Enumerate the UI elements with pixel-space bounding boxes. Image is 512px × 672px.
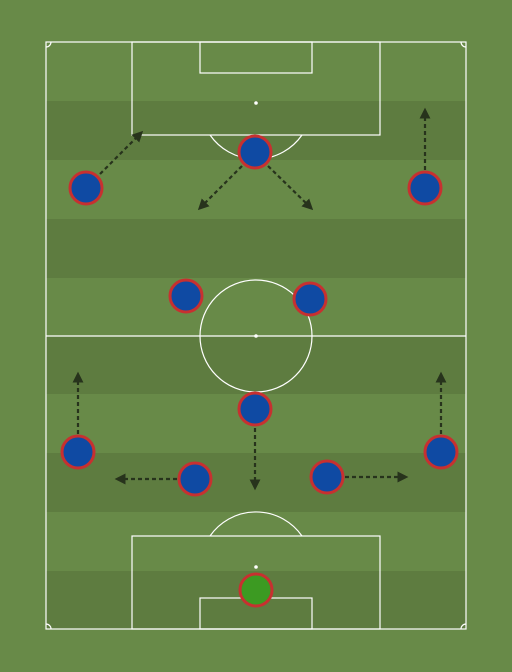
player-bottom-left-center-back[interactable] (177, 461, 213, 497)
stripe (46, 512, 466, 571)
corner-arc-bottom-right (460, 623, 467, 630)
stripe (46, 278, 466, 336)
arrow-top-attacking-mid-right (267, 165, 314, 211)
player-bottom-left-back[interactable] (60, 434, 96, 470)
player-bottom-defensive-mid[interactable] (237, 391, 273, 427)
grass-stripes (46, 42, 466, 629)
corner-arc-top-right (460, 41, 467, 48)
player-bottom-right-center-back[interactable] (309, 459, 345, 495)
arrow-top-attacking-mid-left (197, 165, 243, 211)
bottom-penalty-arc (209, 511, 303, 537)
bottom-penalty-spot (254, 565, 258, 569)
pitch-spots (254, 101, 258, 569)
corner-arc-bottom-left (45, 623, 52, 630)
player-top-left-striker[interactable] (168, 278, 204, 314)
player-top-right-striker[interactable] (292, 281, 328, 317)
movement-arrows (72, 107, 447, 491)
corner-arc-top-left (45, 41, 52, 48)
player-bottom-goalkeeper[interactable] (238, 572, 274, 608)
player-top-right-wing[interactable] (407, 170, 443, 206)
player-top-left-wing[interactable] (68, 170, 104, 206)
center-spot (254, 334, 258, 338)
stripe (46, 160, 466, 219)
arrow-top-left-wing (99, 130, 144, 175)
stripe (46, 336, 466, 394)
player-bottom-right-back[interactable] (423, 434, 459, 470)
top-penalty-spot (254, 101, 258, 105)
stripe (46, 219, 466, 278)
player-top-attacking-mid[interactable] (237, 134, 273, 170)
stripe (46, 42, 466, 101)
stripe (46, 453, 466, 512)
top-goal-area (199, 41, 313, 74)
players (60, 134, 459, 608)
